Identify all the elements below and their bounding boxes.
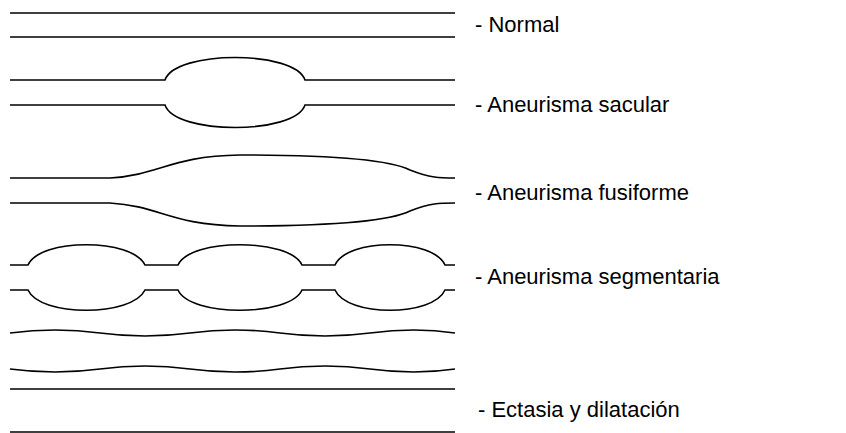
ectasia-vessel: [10, 330, 455, 372]
shape-label: - Aneurisma fusiforme: [475, 180, 689, 206]
shape-label: - Aneurisma sacular: [475, 92, 669, 118]
fusiform-vessel: [10, 155, 455, 226]
normal-vessel: [10, 13, 455, 37]
shape-label: - Ectasia y dilatación: [478, 397, 680, 423]
shape-label: - Aneurisma segmentaria: [475, 264, 720, 290]
segmental-vessel: [10, 245, 455, 311]
shape-label: - Normal: [475, 12, 559, 38]
saccular-vessel: [10, 58, 455, 128]
dilated-vessel: [10, 389, 455, 432]
